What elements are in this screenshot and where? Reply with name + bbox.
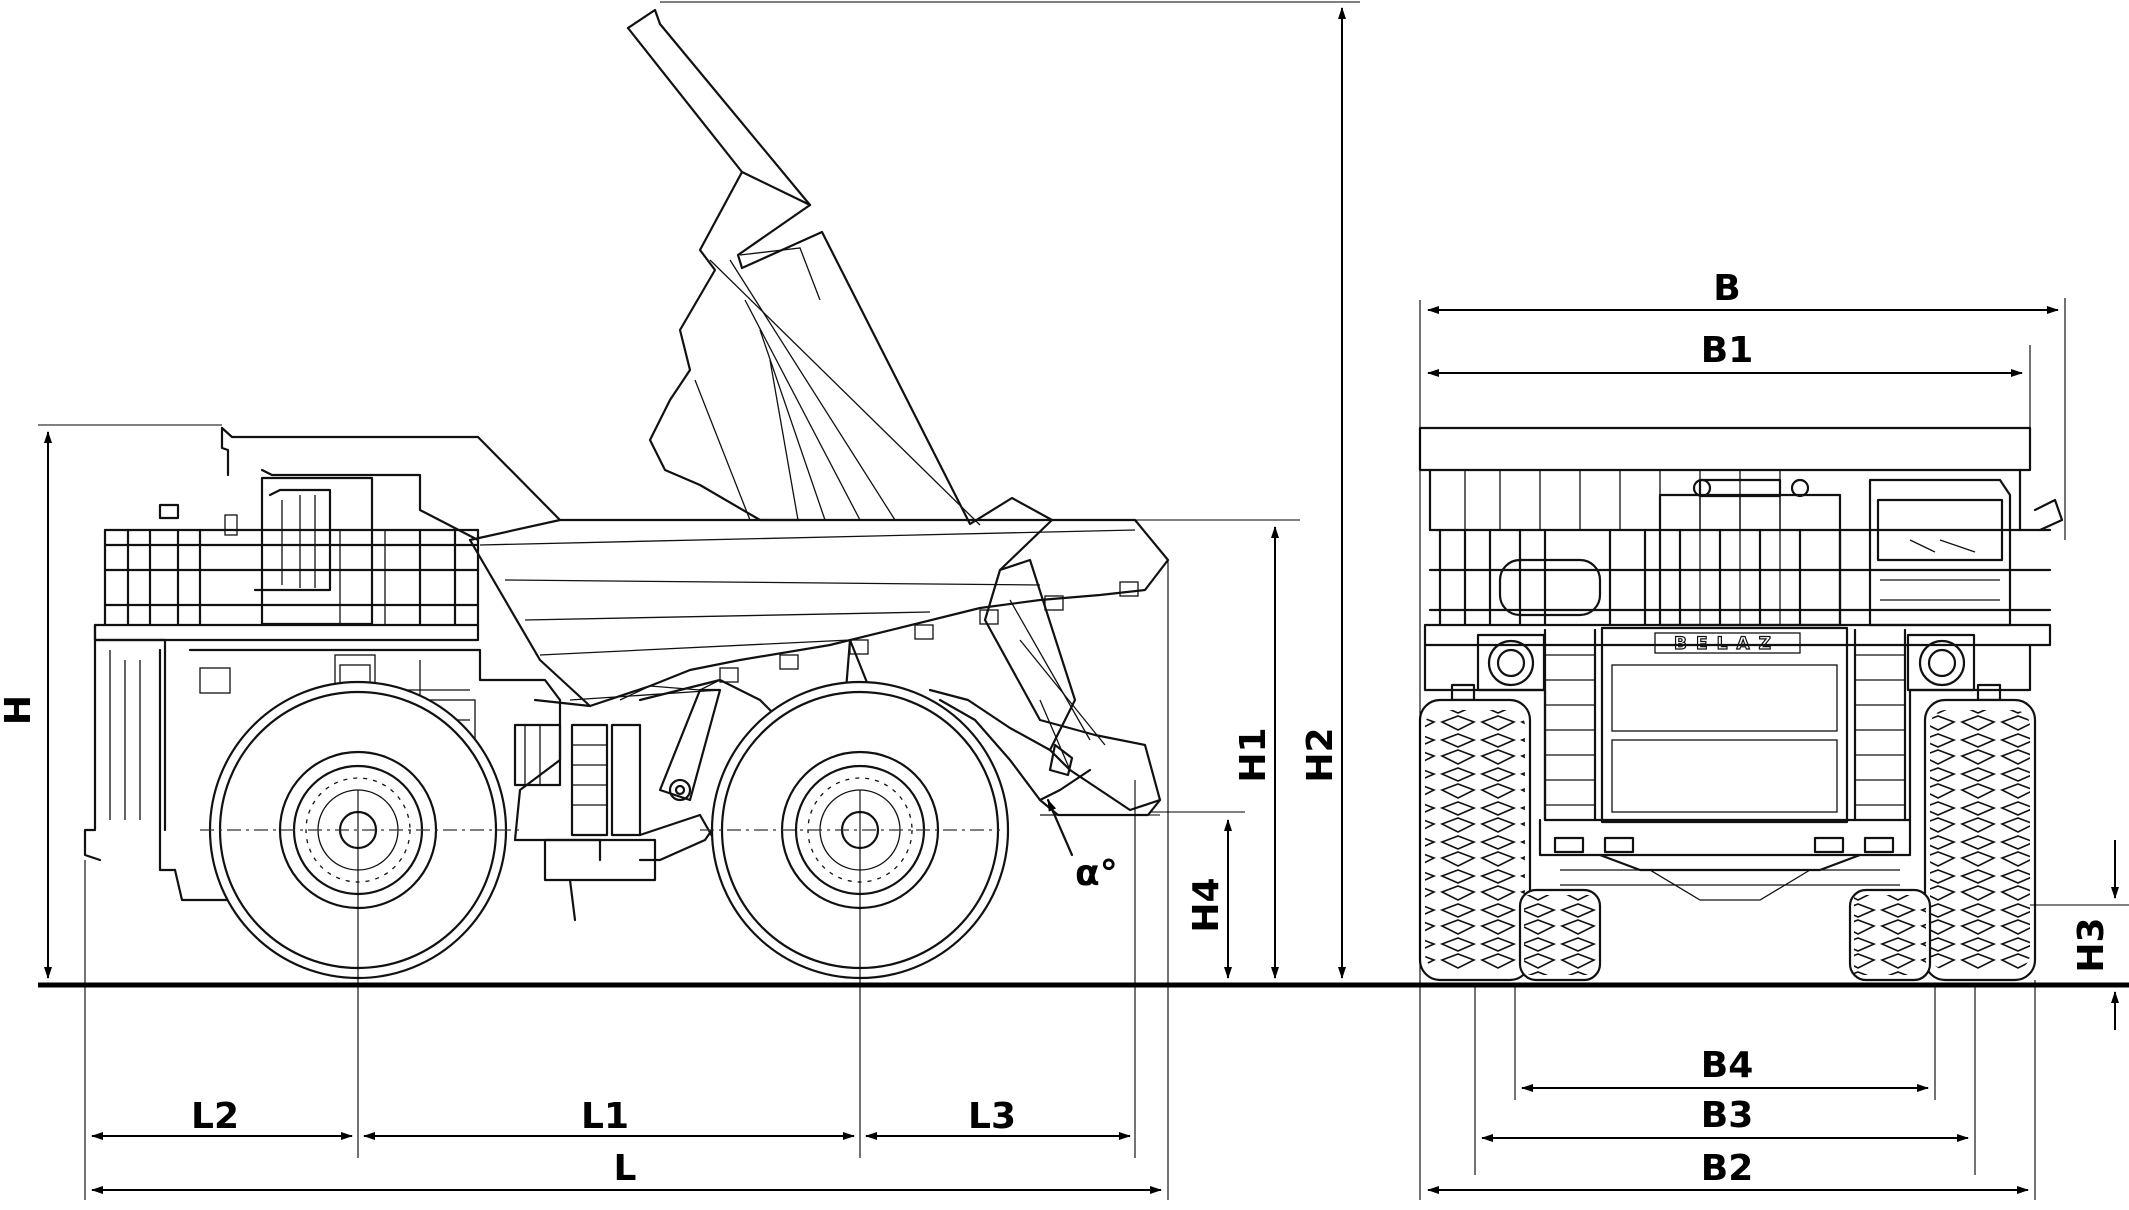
label-B4: B4: [1701, 1045, 1754, 1086]
label-alpha: α°: [1075, 853, 1118, 894]
label-L2: L2: [191, 1096, 239, 1137]
side-view: α° H H1 H2 H4 L2 L1 L3 L: [0, 1, 1360, 1200]
label-H2: H2: [1300, 727, 1341, 782]
label-L1: L1: [581, 1096, 629, 1137]
label-B: B: [1713, 268, 1740, 309]
grille-logo: BELAZ: [1674, 634, 1780, 654]
body-rest-outline: [220, 426, 1170, 708]
label-L3: L3: [968, 1096, 1016, 1137]
label-H: H: [0, 695, 39, 725]
label-B2: B2: [1701, 1148, 1754, 1189]
label-H3: H3: [2071, 917, 2112, 972]
label-L: L: [614, 1148, 637, 1189]
label-H1: H1: [1233, 727, 1274, 782]
label-H4: H4: [1186, 877, 1227, 932]
front-wheel: [200, 680, 520, 980]
cab-and-deck: [83, 426, 1162, 922]
label-B1: B1: [1701, 330, 1754, 371]
rear-wheel: [700, 680, 1010, 980]
raised-dump-body: [626, 8, 1162, 812]
label-B3: B3: [1701, 1095, 1754, 1136]
front-view: BELAZ B B1: [1418, 268, 2129, 1200]
